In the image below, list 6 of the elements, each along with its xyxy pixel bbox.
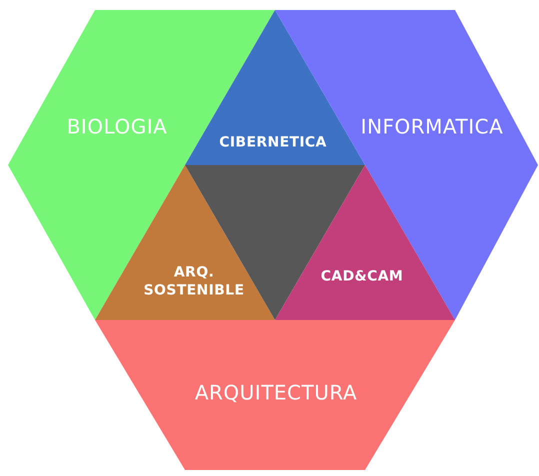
region-label: ARQ. SOSTENIBLE	[142, 264, 246, 300]
region-label: CIBERNETICA	[218, 134, 328, 152]
region-label: INFORMATICA	[360, 114, 504, 140]
region-label: ARQUITECTURA	[194, 380, 358, 406]
region-label: BIOLOGIA	[66, 114, 168, 140]
region-label: CAD&CAM	[320, 268, 404, 286]
